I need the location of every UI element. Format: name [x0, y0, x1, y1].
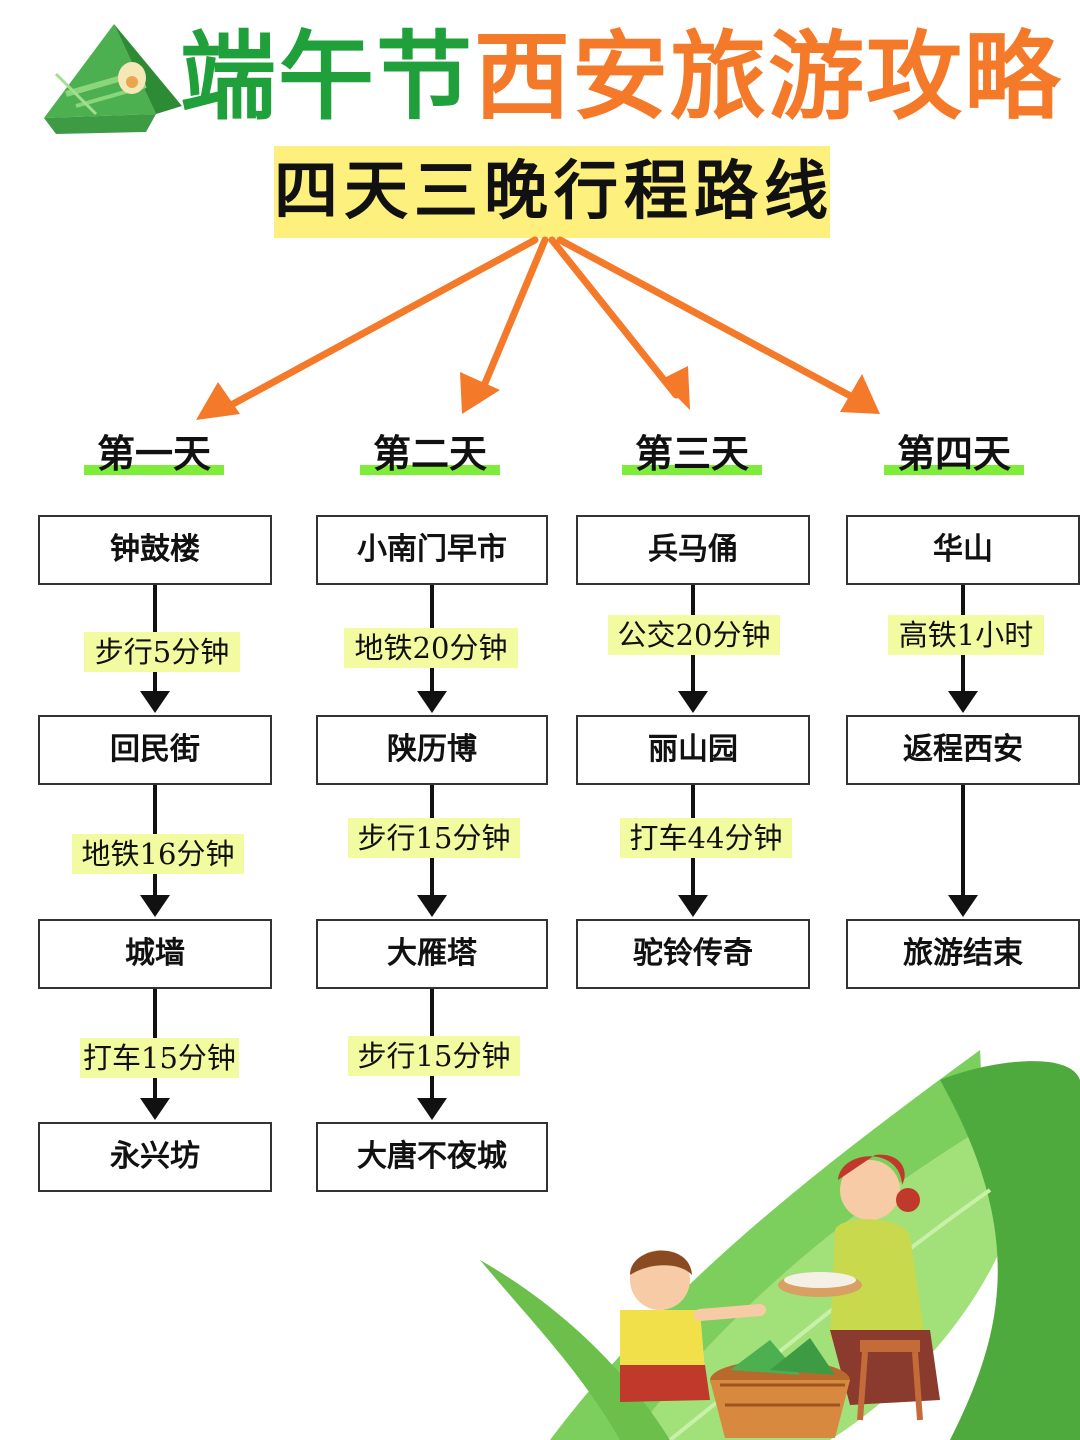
family-making-zongzi-illustration — [480, 1050, 1080, 1440]
stop-box: 兵马俑 — [576, 515, 810, 585]
stop-box: 返程西安 — [846, 715, 1080, 785]
transfer-label: 步行15分钟 — [348, 818, 520, 858]
connector-arrowhead — [140, 691, 170, 713]
connector-arrowhead — [678, 895, 708, 917]
connector-arrowhead — [948, 895, 978, 917]
arrow-to-day4 — [556, 236, 862, 404]
arrow-to-day2 — [474, 236, 549, 404]
connector-arrowhead — [140, 1098, 170, 1120]
day-label: 第二天 — [360, 430, 500, 480]
page-title: 端午节西安旅游攻略 — [180, 22, 1060, 132]
transfer-label: 地铁20分钟 — [344, 628, 518, 668]
stop-box: 城墙 — [38, 919, 272, 989]
stop-box: 钟鼓楼 — [38, 515, 272, 585]
stop-box: 永兴坊 — [38, 1122, 272, 1192]
day-label: 第三天 — [622, 430, 762, 480]
connector-line — [961, 785, 965, 899]
arrowhead-day1 — [196, 382, 240, 420]
connector-arrowhead — [417, 691, 447, 713]
day-label: 第四天 — [884, 430, 1024, 480]
connector-arrowhead — [417, 1098, 447, 1120]
transfer-label: 打车44分钟 — [620, 818, 792, 858]
day-label: 第一天 — [84, 430, 224, 480]
arrowhead-day2 — [460, 372, 500, 414]
transfer-label: 地铁16分钟 — [72, 834, 244, 874]
stop-box: 大雁塔 — [316, 919, 548, 989]
branch-arrows — [196, 236, 880, 420]
stop-box: 旅游结束 — [846, 919, 1080, 989]
stop-box: 丽山园 — [576, 715, 810, 785]
zongzi-icon — [44, 24, 182, 134]
stop-box: 驼铃传奇 — [576, 919, 810, 989]
stop-box: 回民街 — [38, 715, 272, 785]
arrow-to-day3 — [548, 236, 680, 399]
connector-arrowhead — [417, 895, 447, 917]
transfer-label: 步行15分钟 — [348, 1036, 520, 1076]
connector-arrowhead — [948, 691, 978, 713]
transfer-label: 步行5分钟 — [84, 632, 240, 672]
arrowhead-day4 — [840, 374, 880, 414]
arrowhead-day3 — [660, 366, 690, 410]
title-orange-part: 西安旅游攻略 — [474, 21, 1062, 133]
arrow-to-day1 — [218, 236, 539, 414]
title-green-part: 端午节 — [180, 21, 474, 133]
stop-box: 陕历博 — [316, 715, 548, 785]
route-subtitle: 四天三晚行程路线 — [274, 146, 830, 238]
connector-arrowhead — [678, 691, 708, 713]
transfer-label: 打车15分钟 — [80, 1038, 239, 1078]
connector-arrowhead — [140, 895, 170, 917]
stop-box: 华山 — [846, 515, 1080, 585]
stop-box: 大唐不夜城 — [316, 1122, 548, 1192]
transfer-label: 高铁1小时 — [888, 615, 1044, 655]
stop-box: 小南门早市 — [316, 515, 548, 585]
transfer-label: 公交20分钟 — [608, 615, 780, 655]
